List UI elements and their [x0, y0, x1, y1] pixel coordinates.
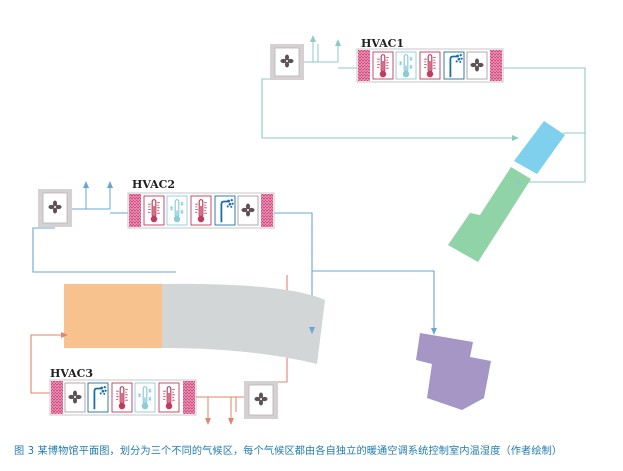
- hvac1-fan-box: [270, 44, 304, 80]
- figure-caption: 图 3 某博物馆平面图，划分为三个不同的气候区，每个气候区都由各自独立的暖通空调…: [14, 446, 563, 457]
- climate-zones: [64, 121, 565, 410]
- filter-pleat-icon: [261, 194, 273, 227]
- filter-pleat-icon: [183, 381, 195, 414]
- supply-arrows: [61, 135, 520, 338]
- hvac2-fan-box: [38, 189, 72, 227]
- hvac2-unit: HVAC2: [38, 178, 275, 229]
- zone-green: [448, 167, 531, 262]
- filter-pleat-icon: [358, 50, 370, 81]
- hvac1-label: HVAC1: [361, 37, 404, 50]
- hvac3-fan-box: [244, 381, 278, 419]
- zone-orange: [64, 284, 162, 348]
- hvac3-unit: HVAC3: [49, 367, 278, 425]
- zone-blue: [514, 121, 565, 174]
- filter-pleat-icon: [129, 194, 141, 227]
- hvac1-unit: HVAC1: [270, 35, 504, 83]
- hvac2-label: HVAC2: [132, 178, 175, 191]
- filter-pleat-icon: [490, 50, 502, 81]
- zone-purple: [416, 333, 491, 410]
- hvac3-label: HVAC3: [50, 367, 93, 380]
- filter-pleat-icon: [51, 381, 63, 414]
- zone-grey: [162, 283, 325, 364]
